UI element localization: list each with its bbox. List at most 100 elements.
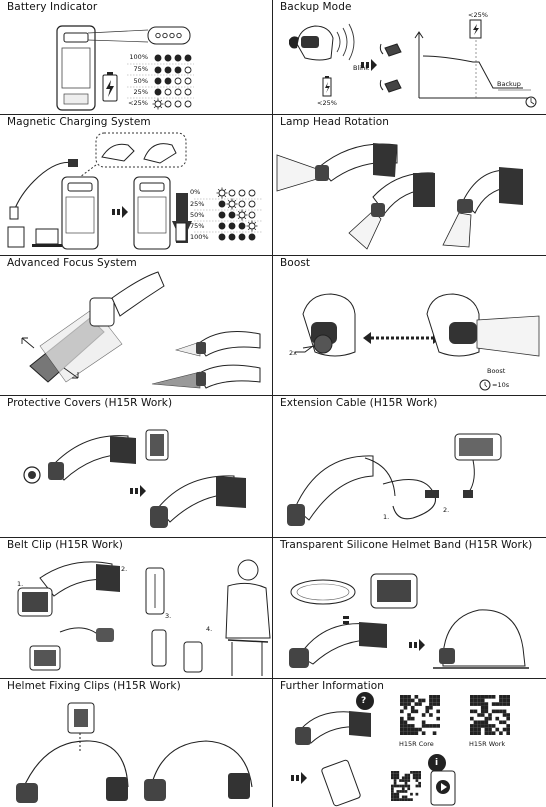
indicator-dot	[218, 189, 226, 197]
section-title: Magnetic Charging System	[7, 116, 151, 128]
qr-module	[499, 702, 503, 706]
battery-indicator-section: Battery Indicator	[0, 0, 272, 114]
qr-module	[484, 702, 489, 706]
qr-module	[502, 720, 507, 725]
section-title: Helmet Fixing Clips (H15R Work)	[7, 680, 181, 692]
indicator-dot	[238, 189, 246, 197]
qr-module	[415, 784, 419, 788]
blink-ray	[234, 199, 237, 202]
level-label: 100%	[129, 53, 148, 61]
row-divider-4	[0, 537, 546, 538]
indicator-dot	[174, 88, 182, 96]
level-label: 50%	[190, 211, 205, 219]
indicator-dot	[184, 100, 192, 108]
qr-module	[403, 720, 408, 725]
indicator-dot	[248, 200, 256, 208]
lamp-head-rotation-illustration	[276, 143, 523, 250]
qr-module	[421, 720, 426, 725]
level-label: <25%	[128, 99, 148, 107]
qr-module	[391, 787, 394, 791]
qr-module	[400, 698, 404, 703]
qr-module	[502, 727, 507, 732]
qr-module	[477, 720, 481, 725]
qr-module	[484, 695, 489, 699]
qr-module	[401, 790, 405, 793]
qr-module	[495, 702, 500, 706]
qr-module	[415, 773, 419, 777]
indicator-dot	[154, 88, 162, 96]
qr-module	[401, 776, 405, 780]
qr-module	[491, 702, 496, 706]
qr-module	[436, 716, 440, 721]
section-title: Battery Indicator	[7, 1, 98, 13]
info-icon: i	[435, 758, 439, 768]
qr-module	[484, 727, 489, 732]
qr-module	[414, 695, 419, 699]
belt-clip-section: Belt Clip (H15R Work) 1. 2. 3. 4.	[0, 538, 272, 678]
qr-module	[499, 698, 503, 703]
indicator-dot	[184, 54, 192, 62]
indicator-dot	[238, 200, 246, 208]
qr-module	[418, 776, 421, 780]
indicator-dot	[154, 77, 162, 85]
qr-module	[391, 792, 394, 796]
question-icon: ?	[361, 696, 367, 706]
qr-module	[491, 695, 496, 699]
qr-module	[429, 713, 433, 717]
qr-module	[407, 787, 411, 791]
qr-module	[391, 795, 394, 799]
qr-module	[480, 705, 485, 710]
qr-module	[396, 771, 400, 774]
qr-module	[414, 727, 419, 732]
helmet-clips-section: Helmet Fixing Clips (H15R Work)	[0, 679, 272, 807]
qr-module	[470, 702, 474, 706]
qr-module	[491, 731, 496, 735]
qr-module	[421, 698, 426, 703]
qr-module	[414, 702, 419, 706]
qr-module	[412, 773, 416, 777]
battery-label: <25%	[317, 99, 337, 107]
qr-module	[473, 698, 478, 703]
qr-module	[400, 731, 404, 735]
qr-module	[415, 771, 419, 774]
qr-module	[480, 702, 485, 706]
qr-module	[404, 790, 408, 793]
step-label: 2.	[121, 565, 128, 573]
qr-module	[400, 720, 404, 725]
qr-module	[396, 784, 400, 788]
qr-module	[488, 695, 492, 699]
qr-module	[432, 731, 437, 735]
qr-module	[412, 776, 416, 780]
indicator-dot	[154, 54, 162, 62]
qr-module	[484, 731, 489, 735]
step-label: 1.	[17, 580, 24, 588]
advanced-focus-section: Advanced Focus System	[0, 256, 272, 395]
qr-module	[425, 724, 430, 728]
indicator-dot	[228, 233, 236, 241]
qr-module	[404, 776, 408, 780]
qr-module	[410, 771, 413, 774]
qr-module	[502, 713, 507, 717]
qr-module	[480, 698, 485, 703]
blink-ray	[153, 99, 156, 102]
qr-module	[396, 792, 400, 796]
qr-module	[495, 716, 500, 721]
qr-module	[499, 709, 503, 714]
qr-module	[400, 695, 404, 699]
qr-module	[403, 695, 408, 699]
blink-ray	[244, 217, 247, 220]
qr-module	[415, 776, 419, 780]
indicator-dot	[164, 77, 172, 85]
lamp-head-rotation-section: Lamp Head Rotation	[273, 115, 546, 255]
qr-module	[432, 724, 437, 728]
extension-cable-illustration	[287, 433, 502, 526]
qr-module	[407, 773, 411, 777]
qr-module	[393, 781, 397, 785]
qr-module	[403, 727, 408, 732]
section-title: Transparent Silicone Helmet Band (H15R W…	[280, 539, 533, 551]
qr-module	[432, 695, 437, 699]
protective-covers-illustration	[23, 429, 246, 528]
qr2-label: H15R Work	[469, 740, 506, 748]
extension-cable-section: Extension Cable (H15R Work) 1. 2.	[273, 396, 546, 537]
qr-module	[391, 798, 394, 801]
